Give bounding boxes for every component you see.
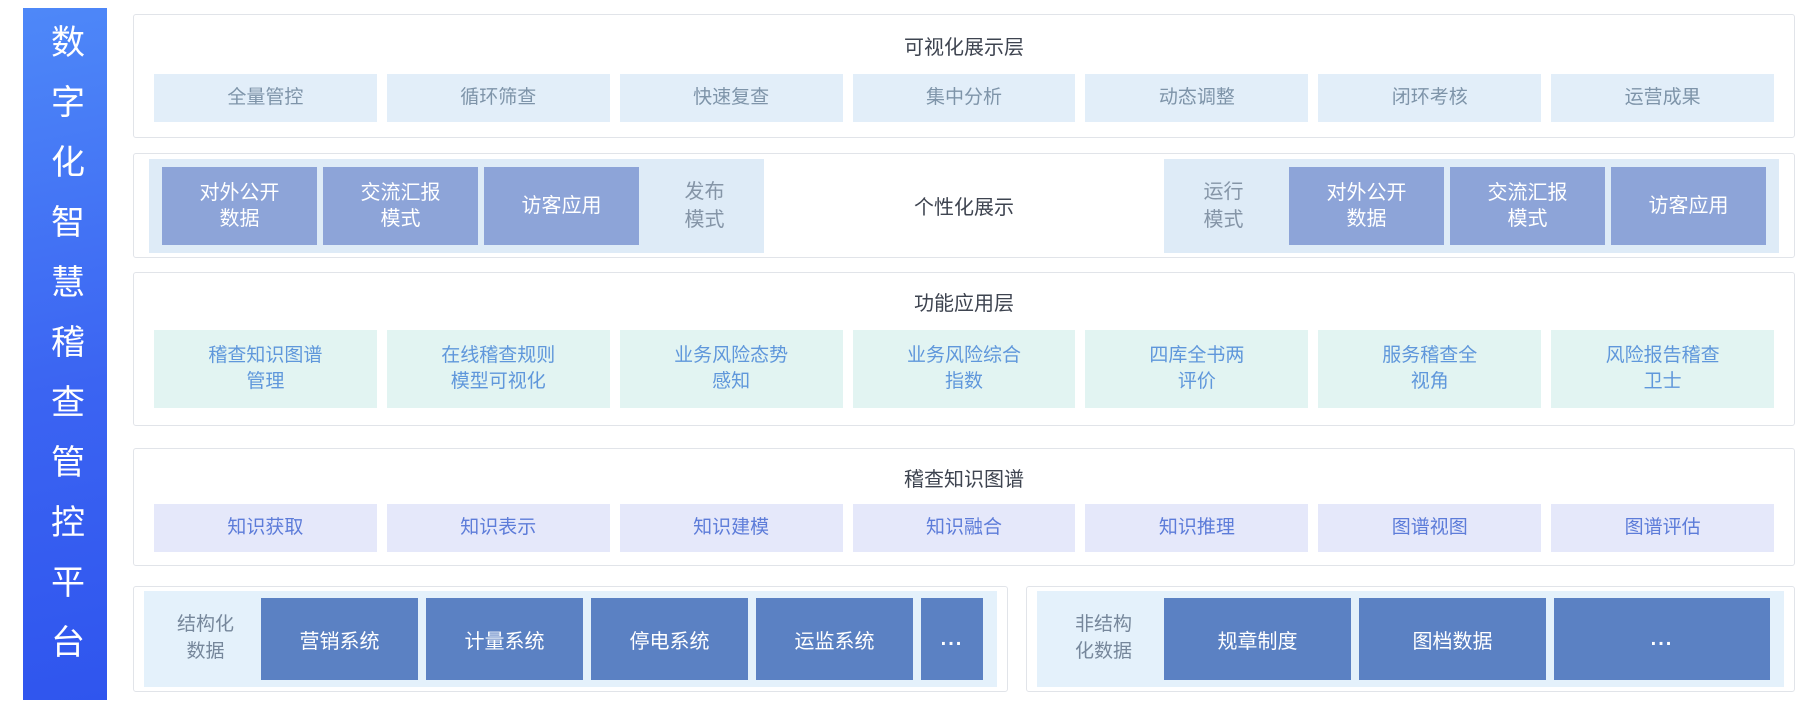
publish-mode-box: 交流汇报 模式	[323, 166, 478, 245]
display-mode-layer-card: 对外公开 数据 交流汇报 模式 访客应用 发布 模式 个性化展示 运行 模式 对…	[133, 153, 1795, 258]
structured-data-label: 结构化 数据	[176, 614, 234, 662]
personalized-display-label: 个性化展示	[914, 197, 1014, 219]
kg-item: 知识建模	[619, 504, 843, 552]
unstructured-data-card: 非结构 化数据 规章制度 图档数据 ...	[1026, 586, 1795, 692]
publish-mode-group: 对外公开 数据 交流汇报 模式 访客应用 发布 模式	[149, 158, 764, 253]
unstructured-ellipsis-box: ...	[1554, 598, 1770, 680]
structured-system-box: 计量系统	[426, 598, 583, 680]
function-item: 风险报告稽查 卫士	[1551, 330, 1775, 408]
knowledge-graph-items: 知识获取 知识表示 知识建模 知识融合 知识推理 图谱视图 图谱评估	[134, 504, 1794, 552]
data-source-layer: 结构化 数据 营销系统 计量系统 停电系统 运监系统 ... 非结构 化数据 规…	[133, 586, 1795, 692]
viz-item: 全量管控	[154, 74, 377, 122]
publish-mode-label: 发布 模式	[684, 180, 725, 231]
structured-data-panel: 结构化 数据 营销系统 计量系统 停电系统 运监系统 ...	[144, 591, 997, 687]
viz-item: 快速复查	[619, 74, 843, 122]
structured-ellipsis-box: ...	[921, 598, 983, 680]
platform-title-bar: 数字化智慧稽查管控平台	[23, 8, 107, 700]
run-mode-group: 运行 模式 对外公开 数据 交流汇报 模式 访客应用	[1164, 158, 1779, 253]
function-item: 稽查知识图谱 管理	[154, 330, 377, 408]
visualization-layer-title: 可视化展示层	[904, 37, 1024, 59]
viz-item: 运营成果	[1551, 74, 1775, 122]
knowledge-graph-layer-card: 稽查知识图谱 知识获取 知识表示 知识建模 知识融合 知识推理 图谱视图 图谱评…	[133, 448, 1795, 566]
run-mode-box: 访客应用	[1611, 166, 1766, 245]
ellipsis-label: ...	[1650, 627, 1674, 650]
function-layer-items: 稽查知识图谱 管理 在线稽查规则 模型可视化 业务风险态势 感知 业务风险综合 …	[134, 330, 1794, 408]
unstructured-system-box: 规章制度	[1164, 598, 1351, 680]
knowledge-graph-layer-title: 稽查知识图谱	[904, 469, 1024, 491]
function-layer-card: 功能应用层 稽查知识图谱 管理 在线稽查规则 模型可视化 业务风险态势 感知 业…	[133, 272, 1795, 426]
run-mode-box: 交流汇报 模式	[1450, 166, 1605, 245]
function-item: 在线稽查规则 模型可视化	[386, 330, 610, 408]
structured-system-box: 营销系统	[261, 598, 418, 680]
run-mode-label: 运行 模式	[1203, 180, 1244, 231]
function-item: 业务风险态势 感知	[619, 330, 843, 408]
structured-system-box: 运监系统	[756, 598, 913, 680]
kg-item: 图谱评估	[1551, 504, 1775, 552]
publish-mode-box: 访客应用	[484, 166, 639, 245]
kg-item: 图谱视图	[1318, 504, 1542, 552]
visualization-layer-items: 全量管控 循环筛查 快速复查 集中分析 动态调整 闭环考核 运营成果	[134, 74, 1794, 122]
visualization-layer-card: 可视化展示层 全量管控 循环筛查 快速复查 集中分析 动态调整 闭环考核 运营成…	[133, 14, 1795, 138]
kg-item: 知识推理	[1085, 504, 1309, 552]
function-layer-title: 功能应用层	[914, 293, 1014, 315]
viz-item: 动态调整	[1085, 74, 1309, 122]
kg-item: 知识融合	[852, 504, 1076, 552]
publish-mode-box: 对外公开 数据	[162, 166, 317, 245]
function-item: 四库全书两 评价	[1085, 330, 1309, 408]
structured-system-box: 停电系统	[591, 598, 748, 680]
viz-item: 闭环考核	[1318, 74, 1542, 122]
unstructured-data-panel: 非结构 化数据 规章制度 图档数据 ...	[1037, 591, 1784, 687]
viz-item: 集中分析	[852, 74, 1076, 122]
unstructured-data-label: 非结构 化数据	[1074, 614, 1132, 662]
run-mode-box: 对外公开 数据	[1289, 166, 1444, 245]
viz-item: 循环筛查	[386, 74, 610, 122]
architecture-diagram: 可视化展示层 全量管控 循环筛查 快速复查 集中分析 动态调整 闭环考核 运营成…	[133, 14, 1795, 692]
kg-item: 知识表示	[386, 504, 610, 552]
ellipsis-label: ...	[940, 627, 964, 650]
structured-data-card: 结构化 数据 营销系统 计量系统 停电系统 运监系统 ...	[133, 586, 1008, 692]
function-item: 服务稽查全 视角	[1318, 330, 1542, 408]
platform-title: 数字化智慧稽查管控平台	[45, 24, 84, 684]
unstructured-system-box: 图档数据	[1359, 598, 1546, 680]
function-item: 业务风险综合 指数	[852, 330, 1076, 408]
kg-item: 知识获取	[154, 504, 377, 552]
